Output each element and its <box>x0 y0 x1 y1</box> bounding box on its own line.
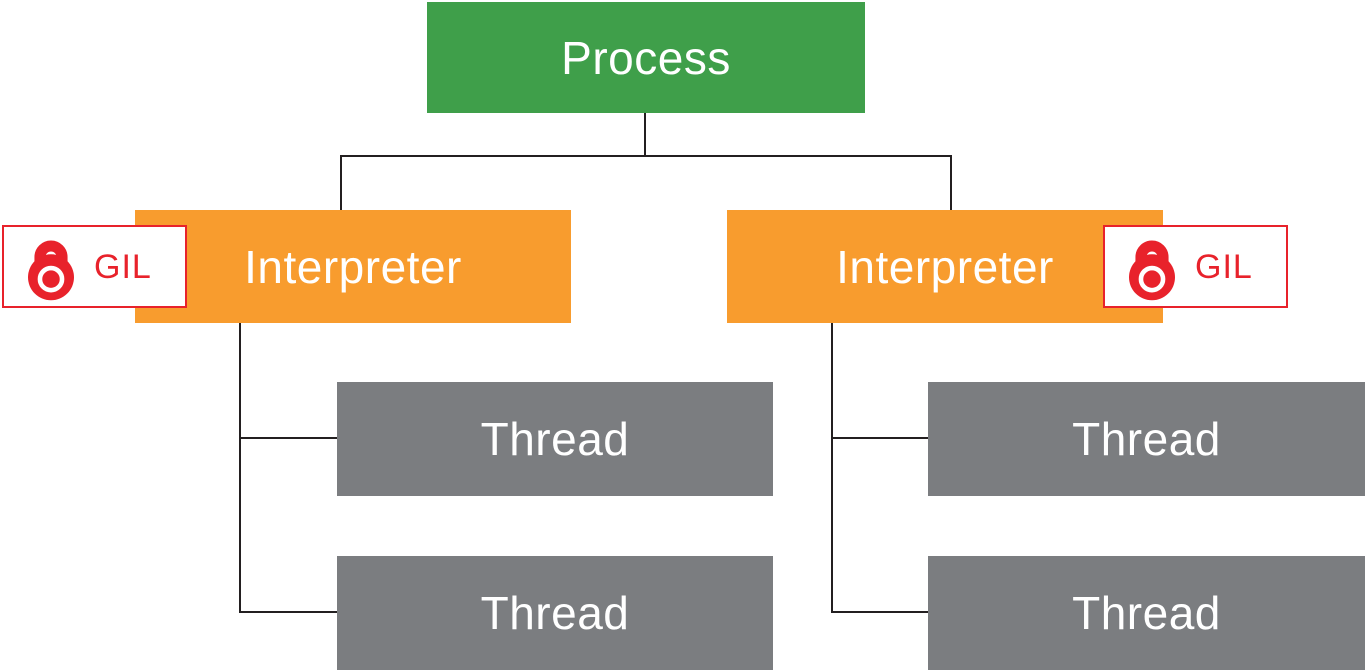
connector-left-thread-spine <box>239 323 241 613</box>
process-label: Process <box>561 31 731 84</box>
gil-label: GIL <box>1195 247 1253 286</box>
connector-right-thread2-branch <box>831 611 930 613</box>
connector-main-horizontal <box>340 155 952 157</box>
connector-process-down <box>644 113 646 157</box>
thread-node: Thread <box>928 556 1365 670</box>
thread-label: Thread <box>1072 413 1221 465</box>
thread-node: Thread <box>337 382 773 496</box>
lock-icon <box>1129 240 1175 300</box>
gil-badge-left: GIL <box>2 225 187 308</box>
lock-icon <box>28 240 74 300</box>
thread-label: Thread <box>1072 587 1221 639</box>
process-node: Process <box>427 2 865 113</box>
interpreter-node-right: Interpreter <box>727 210 1163 323</box>
interpreter-label: Interpreter <box>836 240 1054 293</box>
thread-label: Thread <box>480 587 630 639</box>
connector-right-thread1-branch <box>831 437 930 439</box>
connector-left-interpreter-drop <box>340 155 342 210</box>
gil-label: GIL <box>94 247 152 286</box>
gil-badge-right: GIL <box>1103 225 1288 308</box>
interpreter-node-left: Interpreter <box>135 210 571 323</box>
connector-left-thread1-branch <box>239 437 337 439</box>
thread-node: Thread <box>337 556 773 670</box>
connector-right-thread-spine <box>831 323 833 613</box>
interpreter-label: Interpreter <box>244 240 462 293</box>
thread-label: Thread <box>480 413 630 465</box>
thread-node: Thread <box>928 382 1365 496</box>
connector-left-thread2-branch <box>239 611 337 613</box>
connector-right-interpreter-drop <box>950 155 952 210</box>
